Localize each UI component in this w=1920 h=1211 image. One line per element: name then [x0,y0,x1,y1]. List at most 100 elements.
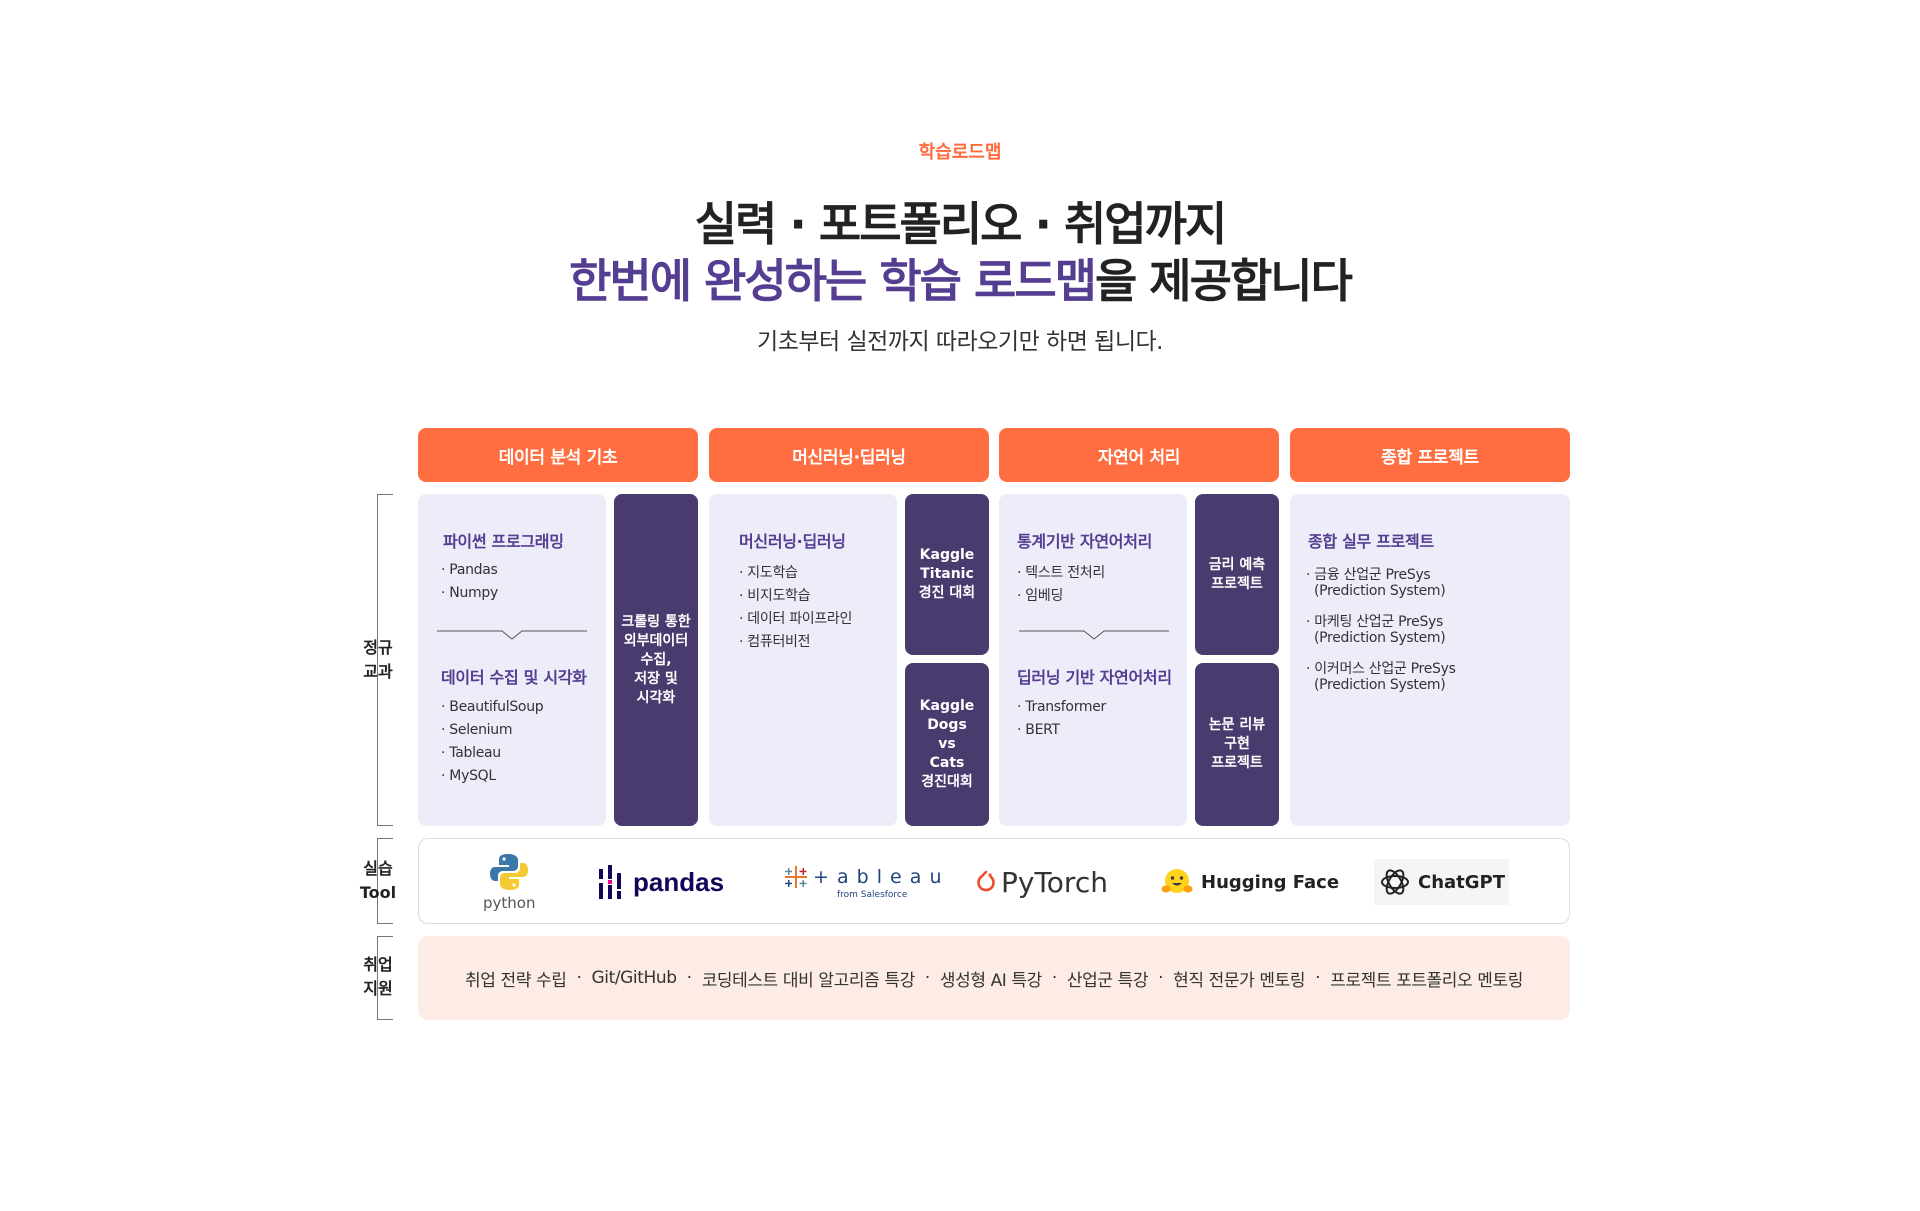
support-item: Git/GitHub [591,968,677,988]
list-item: · 임베딩 [1017,588,1064,604]
section-title-statistical-nlp: 통계기반 자연어처리 [1017,532,1153,551]
list-item: · 이커머스 산업군 PreSys [1306,661,1456,677]
tableau-subtitle: from Salesforce [837,890,908,900]
side-label-line: 실습 [363,859,393,878]
tableau-icon [785,866,807,888]
support-separator: · [576,968,582,988]
support-separator: · [686,968,692,988]
huggingface-logo: Hugging Face [1161,839,1339,925]
tableau-logo: + a b l e a u from Salesforce [783,839,943,925]
project-box-line: Kaggle [919,547,975,563]
project-box-line: 외부데이터 [623,632,689,649]
tools-row: python pandas + a b l e a u from Salesfo… [418,838,1570,924]
project-box-line: 경진대회 [921,774,973,790]
curriculum-panel-python [418,494,606,826]
section-title-practical-project: 종합 실무 프로젝트 [1308,532,1434,551]
support-item: 생성형 AI 특강 [939,970,1042,991]
section-title-ml-dl: 머신러닝·딥러닝 [739,532,846,551]
project-box-crawling: 크롤링 통한 외부데이터 수집, 저장 및 시각화 [614,494,698,826]
career-bracket [377,936,393,1020]
project-box-paper-review: 논문 리뷰 구현 프로젝트 [1195,663,1279,826]
project-box-line: Cats [929,755,965,771]
support-separator: · [1158,968,1164,988]
list-item: · BeautifulSoup [441,699,544,715]
list-item-sub: (Prediction System) [1314,583,1446,599]
support-item: 코딩테스트 대비 알고리즘 특강 [701,970,916,991]
huggingface-wordmark: Hugging Face [1201,871,1340,893]
openai-icon [1381,869,1409,895]
side-label-line: 취업 [363,955,393,974]
career-support-row: 취업 전략 수립 · Git/GitHub · 코딩테스트 대비 알고리즘 특강… [418,936,1570,1020]
side-label-line: 정규 [363,638,393,657]
tableau-wordmark: + a b l e a u [813,866,943,888]
column-header-project: 종합 프로젝트 [1290,428,1570,482]
support-item: 취업 전략 수립 [465,970,567,991]
curriculum-bracket [377,494,393,826]
pandas-wordmark: pandas [633,866,725,897]
project-box-titanic: Kaggle Titanic 경진 대회 [905,494,989,655]
support-item: 현직 전문가 멘토링 [1173,970,1306,991]
list-item: · Selenium [441,722,513,738]
side-label-line: Tool [359,883,397,902]
list-item-sub: (Prediction System) [1314,630,1446,646]
list-item: · Transformer [1017,699,1107,715]
section-title-python: 파이썬 프로그래밍 [443,532,564,551]
list-item: · 비지도학습 [739,588,811,604]
chevron-divider-icon [437,630,587,640]
support-separator: · [924,968,930,988]
side-label-curriculum: 정규 교과 [348,636,408,684]
column-header-data-basics: 데이터 분석 기초 [418,428,698,482]
chatgpt-wordmark: ChatGPT [1418,871,1506,893]
project-box-line: Kaggle [919,698,975,714]
support-item: 프로젝트 포트폴리오 멘토링 [1330,970,1523,991]
list-item: · MySQL [441,768,496,784]
chevron-divider-icon [1019,630,1169,640]
support-item: 산업군 특강 [1066,970,1149,991]
column-header-nlp: 자연어 처리 [999,428,1279,482]
curriculum-panel-nlp [999,494,1187,826]
list-item-sub: (Prediction System) [1314,677,1446,693]
project-box-line: vs [938,736,956,752]
list-item: · Tableau [441,745,501,761]
curriculum-panel-ml [709,494,897,826]
list-item: · Pandas [441,562,498,578]
headline-line-2: 한번에 완성하는 학습 로드맵을 제공합니다 [0,245,1920,311]
project-box-line: 금리 예측 [1208,556,1266,573]
headline-line-1: 실력 · 포트폴리오 · 취업까지 [694,197,1228,251]
section-title-deep-nlp: 딥러닝 기반 자연어처리 [1017,668,1172,687]
list-item: · 금융 산업군 PreSys [1306,567,1431,583]
project-box-line: 프로젝트 [1211,575,1263,592]
side-label-tool: 실습 Tool [348,857,408,905]
project-box-line: Titanic [920,566,974,582]
side-label-career: 취업 지원 [348,953,408,1001]
python-wordmark: python [483,894,536,912]
project-box-line: 구현 [1224,736,1250,752]
support-separator: · [1315,968,1321,988]
tool-bracket [377,838,393,924]
python-logo: python [483,839,535,925]
list-item: · BERT [1017,722,1060,738]
list-item: · Numpy [441,585,498,601]
section-title-data-collection: 데이터 수집 및 시각화 [441,668,587,687]
headline-subtitle: 기초부터 실전까지 따라오기만 하면 됩니다. [757,329,1163,355]
list-item: · 텍스트 전처리 [1017,565,1105,581]
support-separator: · [1051,968,1057,988]
headline-highlight: 한번에 완성하는 학습 로드맵 [569,254,1097,308]
project-box-line: 시각화 [636,689,676,706]
project-box-dogs-vs-cats: Kaggle Dogs vs Cats 경진대회 [905,663,989,826]
project-box-interest-rate: 금리 예측 프로젝트 [1195,494,1279,655]
project-box-line: Dogs [927,717,967,733]
list-item: · 데이터 파이프라인 [739,611,853,627]
list-item: · 마케팅 산업군 PreSys [1306,614,1444,630]
pandas-icon [599,865,621,899]
project-box-line: 프로젝트 [1211,755,1263,771]
hugging-face-emoji-icon [1161,869,1193,893]
headline-rest: 을 제공합니다 [1094,254,1353,308]
curriculum-panel-project [1290,494,1570,826]
column-header-ml-dl: 머신러닝·딥러닝 [709,428,989,482]
project-box-line: 경진 대회 [918,585,976,601]
pytorch-wordmark: PyTorch [1001,865,1108,899]
chatgpt-logo: ChatGPT [1374,859,1510,905]
pytorch-logo: PyTorch [975,839,1108,925]
side-label-line: 교과 [363,662,393,681]
